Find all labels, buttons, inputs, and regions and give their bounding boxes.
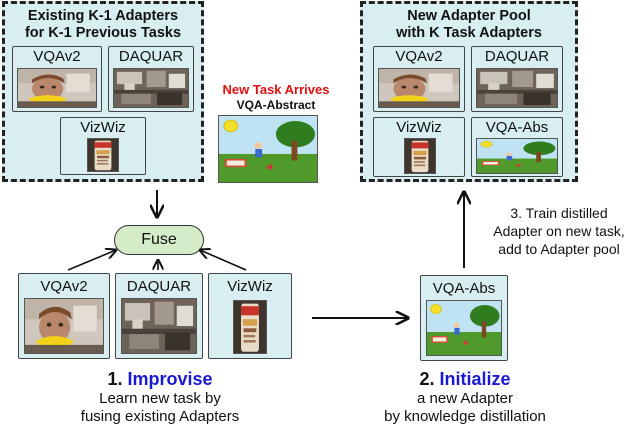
step1-number: 1. <box>107 369 123 389</box>
pool-card-vizwiz: VizWiz <box>373 117 465 177</box>
adapter-card-vqav2: VQAv2 <box>12 46 102 112</box>
adapter-label: VQAv2 <box>33 48 81 65</box>
vqav2-image <box>378 68 460 108</box>
daquar-image <box>121 298 197 354</box>
step2-line1: a new Adapter <box>417 390 513 407</box>
existing-pool-title-line1: Existing K-1 Adapters <box>27 8 179 24</box>
arrow-vizwiz-to-fuse <box>200 250 247 271</box>
pool-card-vqav2: VQAv2 <box>373 46 465 112</box>
vqa-abs-image <box>426 300 502 356</box>
step3-line3: add to Adapter pool <box>498 241 620 257</box>
step2-caption: 2. Initialize a new Adapter by knowledge… <box>360 368 570 426</box>
adapter-label: DAQUAR <box>126 278 192 295</box>
step2-heading: 2. Initialize <box>360 368 570 390</box>
step3-caption: 3. Train distilled Adapter on new task, … <box>484 204 634 258</box>
step2-number: 2. <box>419 369 435 389</box>
adapter-label: DAQUAR <box>484 48 550 65</box>
step1-heading: 1. Improvise <box>40 368 280 390</box>
adapter-label: VQA-Abs <box>432 280 496 297</box>
step1-keyword: Improvise <box>127 369 213 389</box>
adapter-label: VQAv2 <box>395 48 443 65</box>
adapter-label: VQA-Abs <box>485 119 549 136</box>
new-adapter-card: VQA-Abs <box>420 275 508 361</box>
step2-keyword: Initialize <box>439 369 511 389</box>
pool-card-vqa-abs: VQA-Abs <box>471 117 563 177</box>
adapter-label: VizWiz <box>80 119 126 136</box>
adapter-label: DAQUAR <box>118 48 184 65</box>
adapter-label: VizWiz <box>396 119 442 136</box>
step1-caption: 1. Improvise Learn new task by fusing ex… <box>40 368 280 426</box>
existing-adapter-pool: Existing K-1 Adapters for K-1 Previous T… <box>2 1 204 182</box>
bottom-card-daquar: DAQUAR <box>115 273 203 359</box>
existing-pool-title-line2: for K-1 Previous Tasks <box>24 25 182 41</box>
vizwiz-image <box>404 138 436 174</box>
new-pool-title-line1: New Adapter Pool <box>407 8 531 24</box>
pool-card-daquar: DAQUAR <box>471 46 563 112</box>
daquar-image <box>476 68 558 108</box>
new-adapter-pool: New Adapter Pool with K Task Adapters VQ… <box>360 1 578 182</box>
vqav2-image <box>17 68 97 108</box>
step2-line2: by knowledge distillation <box>384 408 546 425</box>
new-task-name: VQA-Abstract <box>236 98 316 112</box>
adapter-label: VizWiz <box>227 278 273 295</box>
arrow-vqav2-to-fuse <box>67 250 116 271</box>
step1-line1: Learn new task by <box>99 390 221 407</box>
new-task-label: New Task Arrives <box>222 82 330 97</box>
daquar-image <box>113 68 189 108</box>
step3-line1: 3. Train distilled <box>510 205 608 221</box>
vizwiz-image <box>87 138 119 172</box>
vqa-abstract-image <box>218 115 318 183</box>
step3-line2: Adapter on new task, <box>493 223 625 239</box>
adapter-label: VQAv2 <box>40 278 88 295</box>
vqav2-image <box>24 298 104 354</box>
vizwiz-image <box>233 300 267 354</box>
fuse-node: Fuse <box>114 225 204 255</box>
adapter-card-daquar: DAQUAR <box>108 46 194 112</box>
bottom-card-vqav2: VQAv2 <box>18 273 110 359</box>
bottom-card-vizwiz: VizWiz <box>208 273 292 359</box>
vqa-abs-image <box>476 138 558 174</box>
new-pool-title-line2: with K Task Adapters <box>396 25 542 41</box>
step1-line2: fusing existing Adapters <box>80 408 240 425</box>
adapter-card-vizwiz: VizWiz <box>60 117 146 175</box>
